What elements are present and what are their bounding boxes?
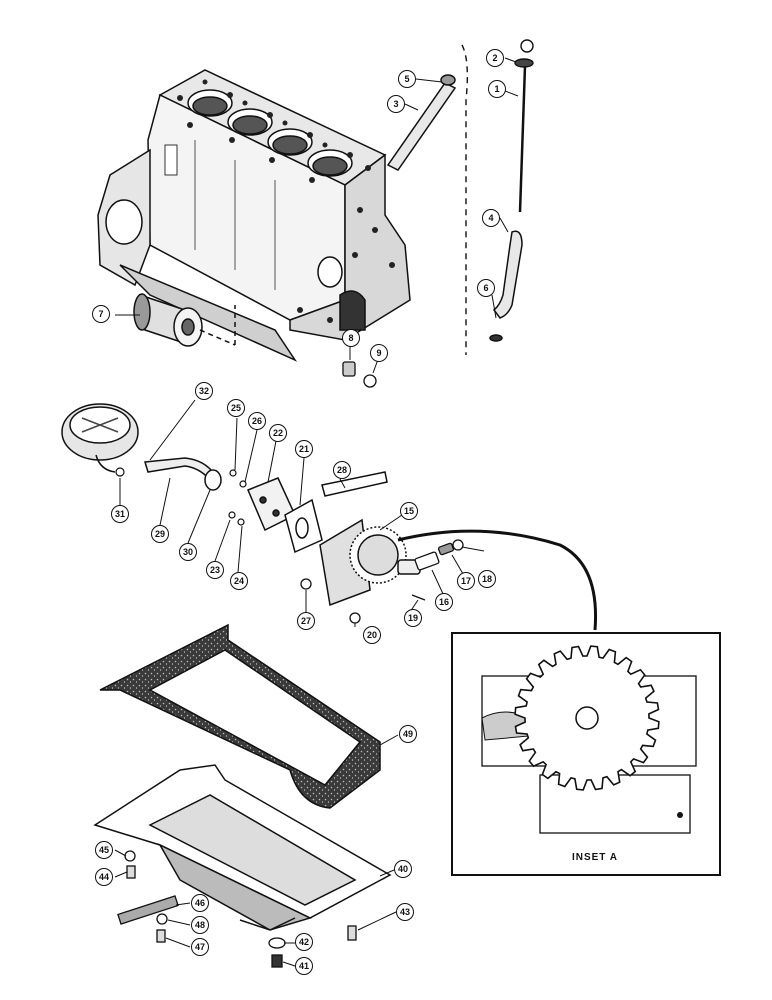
oil-pan xyxy=(93,764,392,931)
callout-23: 23 xyxy=(206,561,224,579)
callout-32: 32 xyxy=(195,382,213,400)
callout-25: 25 xyxy=(227,399,245,417)
callout-4: 4 xyxy=(482,209,500,227)
callout-46: 46 xyxy=(191,894,209,912)
callout-30: 30 xyxy=(179,543,197,561)
callout-7: 7 xyxy=(92,305,110,323)
callout-49: 49 xyxy=(399,725,417,743)
callout-16: 16 xyxy=(435,593,453,611)
oil-pickup-screen xyxy=(61,403,139,473)
fitting-and-washer xyxy=(342,361,377,388)
callout-21: 21 xyxy=(295,440,313,458)
callout-31: 31 xyxy=(111,505,129,523)
inset-leader xyxy=(397,529,598,631)
dipstick xyxy=(461,39,534,355)
inset-gear-hub xyxy=(575,706,599,730)
callout-19: 19 xyxy=(404,609,422,627)
callout-45: 45 xyxy=(95,841,113,859)
leader-lines xyxy=(114,57,519,967)
callout-28: 28 xyxy=(333,461,351,479)
pump-plate xyxy=(321,471,388,497)
callout-3: 3 xyxy=(387,95,405,113)
callout-26: 26 xyxy=(248,412,266,430)
engine-block xyxy=(97,69,411,362)
dipstick-tube xyxy=(386,74,457,171)
callout-40: 40 xyxy=(394,860,412,878)
pan-bolts-and-strip xyxy=(117,850,357,968)
callout-24: 24 xyxy=(230,572,248,590)
callout-5: 5 xyxy=(398,70,416,88)
callout-20: 20 xyxy=(363,626,381,644)
callout-43: 43 xyxy=(396,903,414,921)
callout-18: 18 xyxy=(478,570,496,588)
callout-8: 8 xyxy=(342,329,360,347)
pickup-tube xyxy=(144,457,222,491)
callout-27: 27 xyxy=(297,612,315,630)
callout-42: 42 xyxy=(295,933,313,951)
pump-gasket xyxy=(284,498,323,554)
callout-1: 1 xyxy=(488,80,506,98)
callout-2: 2 xyxy=(486,49,504,67)
dipstick-lower-tube xyxy=(489,230,523,342)
callout-41: 41 xyxy=(295,957,313,975)
callout-15: 15 xyxy=(400,502,418,520)
callout-44: 44 xyxy=(95,868,113,886)
callout-9: 9 xyxy=(370,344,388,362)
callout-29: 29 xyxy=(151,525,169,543)
callout-6: 6 xyxy=(477,279,495,297)
small-bolts xyxy=(115,467,247,526)
callout-17: 17 xyxy=(457,572,475,590)
oil-filter xyxy=(133,293,236,347)
callout-48: 48 xyxy=(191,916,209,934)
callout-22: 22 xyxy=(269,424,287,442)
oil-pan-gasket xyxy=(99,623,381,809)
oil-pump-body xyxy=(319,518,421,607)
callout-47: 47 xyxy=(191,938,209,956)
inset-a-label: INSET A xyxy=(571,852,619,863)
